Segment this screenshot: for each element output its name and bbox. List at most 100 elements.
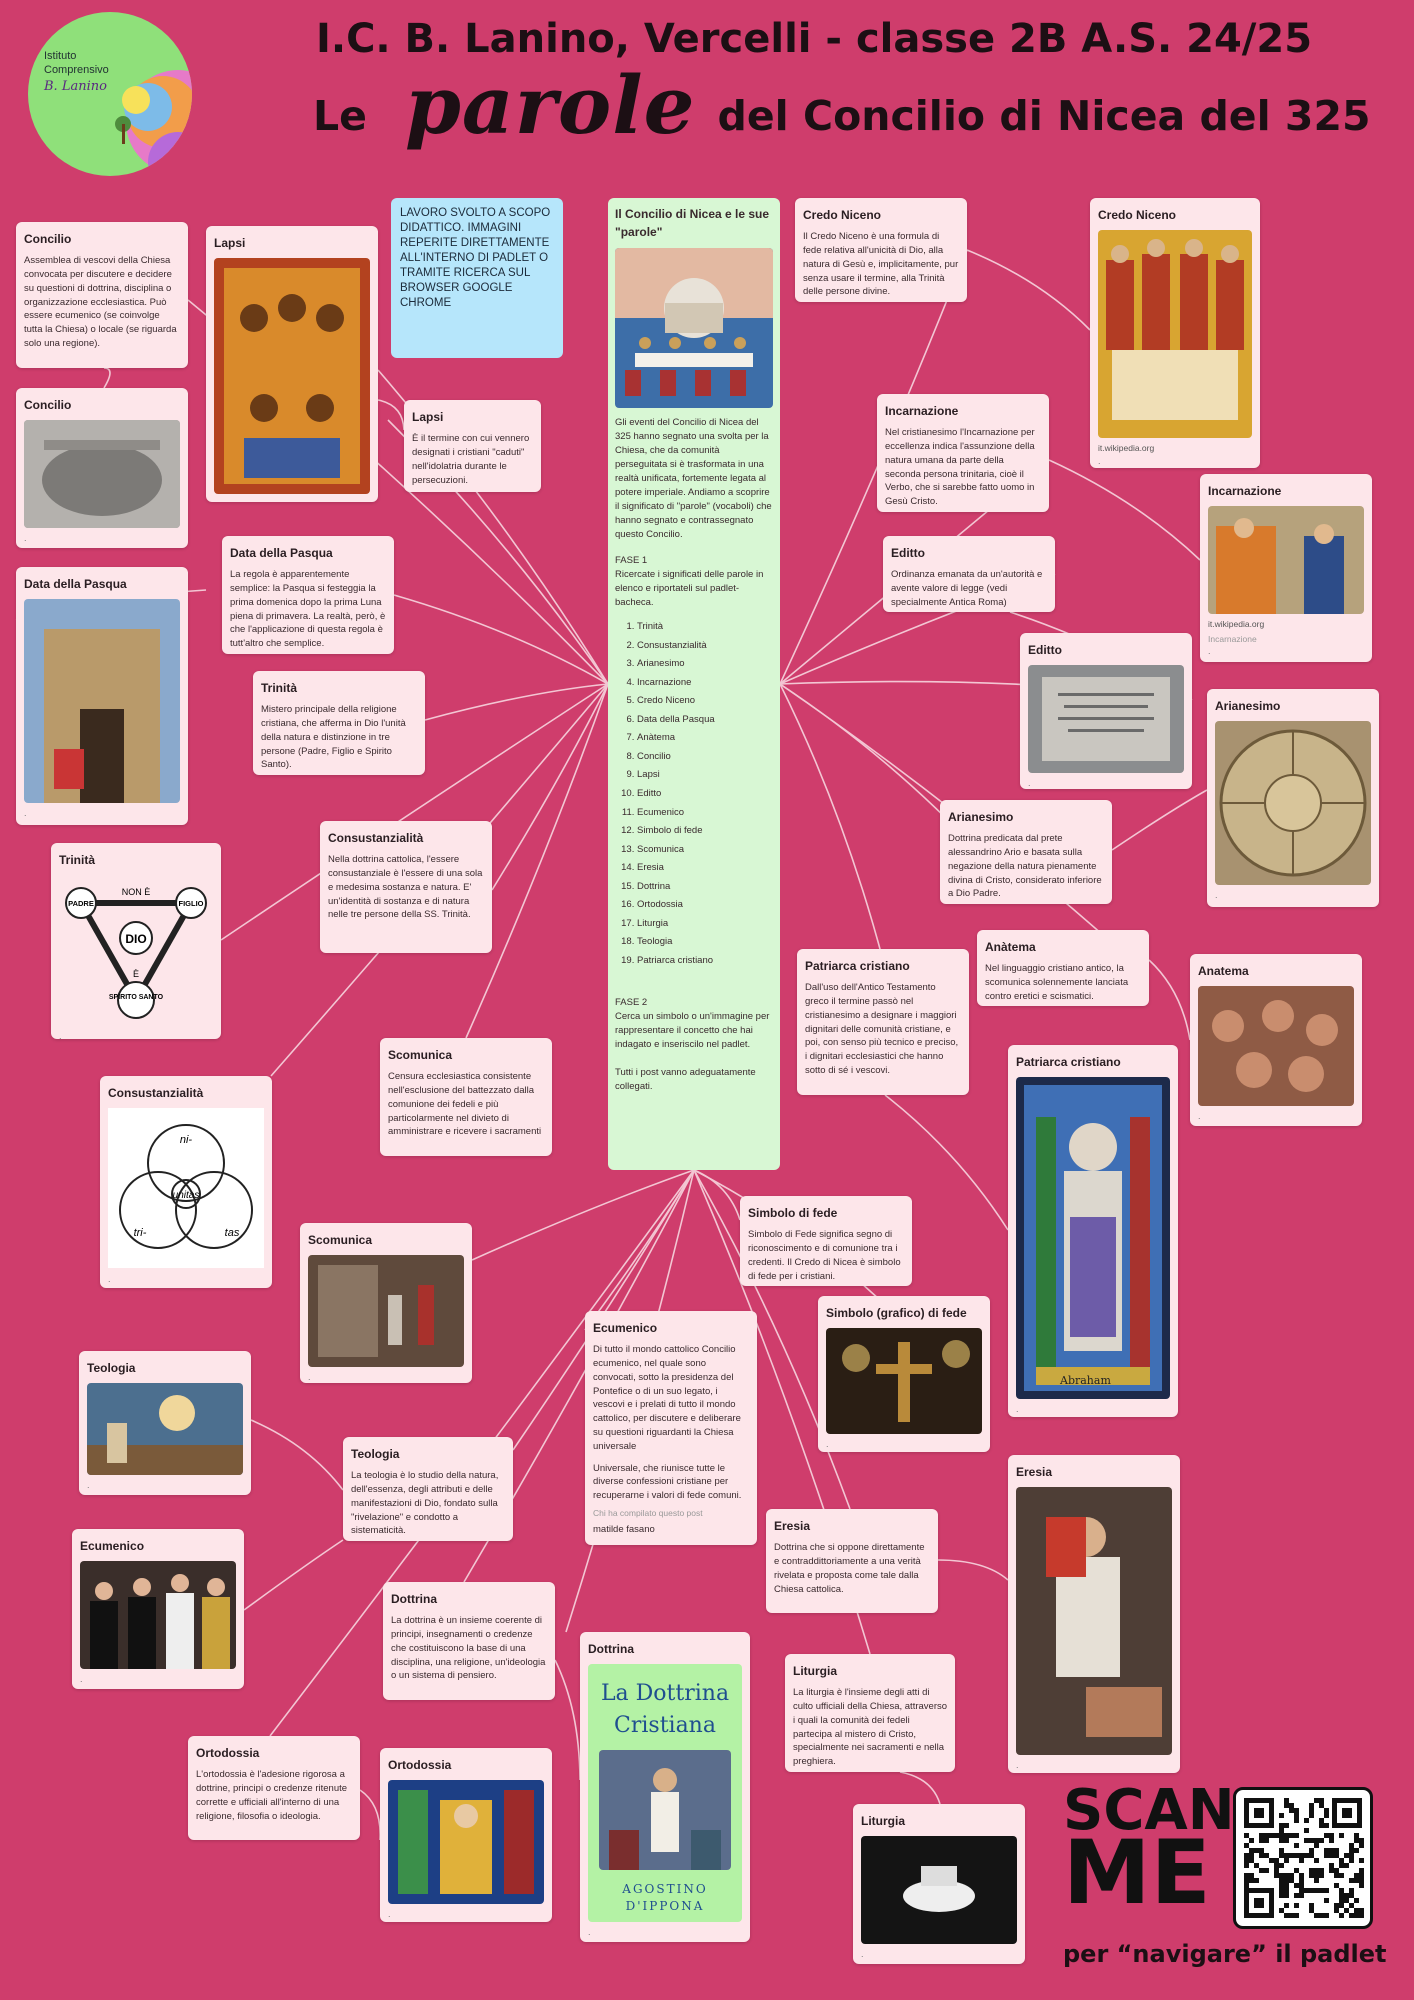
qr-module: [1299, 1853, 1304, 1858]
card-title: Consustanzialità: [328, 831, 424, 845]
qr-module: [1279, 1833, 1284, 1838]
qr-module: [1304, 1853, 1309, 1858]
card-consust-text[interactable]: Consustanzialità Nella dottrina cattolic…: [320, 821, 492, 953]
card-concilio-image[interactable]: Concilio .: [16, 388, 188, 548]
qr-module: [1299, 1893, 1304, 1898]
qr-module: [1279, 1883, 1284, 1888]
card-simbolo-image[interactable]: Simbolo (grafico) di fede .: [818, 1296, 990, 1452]
card-trinita-text[interactable]: Trinità Mistero principale della religio…: [253, 671, 425, 775]
connector-line: [377, 399, 405, 431]
qr-module: [1244, 1843, 1249, 1848]
qr-module: [1294, 1853, 1299, 1858]
qr-module: [1359, 1838, 1364, 1843]
card-ecumenico-image[interactable]: Ecumenico .: [72, 1529, 244, 1689]
qr-module: [1249, 1878, 1254, 1883]
card-ecumenico-text[interactable]: Ecumenico Di tutto il mondo cattolico Co…: [585, 1311, 757, 1545]
card-text: L'ortodossia è l'adesione rigorosa a dot…: [196, 1769, 348, 1822]
card-eresia-text[interactable]: Eresia Dottrina che si oppone direttamen…: [766, 1509, 938, 1613]
card-pasqua-text[interactable]: Data della Pasqua La regola è apparentem…: [222, 536, 394, 654]
qr-module: [1284, 1883, 1289, 1888]
word-list-item: Patriarca cristiano: [637, 954, 773, 968]
qr-module: [1284, 1913, 1289, 1918]
card-credo-image[interactable]: Credo Niceno it.wikipedia.org .: [1090, 198, 1260, 468]
fantasy-painting-icon: [87, 1383, 243, 1476]
pasqua-photo: [24, 599, 180, 804]
card-eresia-image[interactable]: Eresia .: [1008, 1455, 1180, 1773]
card-liturgia-text[interactable]: Liturgia La liturgia è l'insieme degli a…: [785, 1654, 955, 1772]
main-post[interactable]: Il Concilio di Nicea e le sue "parole" G…: [608, 198, 780, 1170]
card-patriarca-text[interactable]: Patriarca cristiano Dall'uso dell'Antico…: [797, 949, 969, 1095]
qr-module: [1294, 1883, 1299, 1888]
stained-glass-icon: [388, 1780, 544, 1905]
qr-module: [1284, 1893, 1289, 1898]
book-title-1: La Dottrina: [600, 1681, 730, 1707]
connector-line: [554, 1659, 581, 1781]
qr-module: [1274, 1868, 1279, 1873]
qr-module: [1284, 1803, 1289, 1808]
card-pasqua-image[interactable]: Data della Pasqua .: [16, 567, 188, 825]
card-teologia-text[interactable]: Teologia La teologia è lo studio della n…: [343, 1437, 513, 1541]
card-concilio-text[interactable]: Concilio Assemblea di vescovi della Chie…: [16, 222, 188, 368]
abraham-caption: Abraham: [1060, 1374, 1111, 1388]
card-lapsi-image[interactable]: Lapsi: [206, 226, 378, 502]
qr-module: [1309, 1803, 1314, 1808]
card-trinita-image[interactable]: Trinità PADRE FIGLIO DIO SPIRITO SANTO N…: [51, 843, 221, 1041]
card-patriarca-image[interactable]: Patriarca cristiano Abraham .: [1008, 1045, 1178, 1417]
me-label: ME: [1063, 1821, 1211, 1925]
card-simbolo-text[interactable]: Simbolo di fede Simbolo di Fede signific…: [740, 1196, 912, 1286]
connector-line: [937, 1559, 1009, 1581]
card-consust-image[interactable]: Consustanzialità ni- tri- tas unitas .: [100, 1076, 272, 1288]
qr-module: [1359, 1843, 1364, 1848]
card-dottrina-text[interactable]: Dottrina La dottrina è un insieme coeren…: [383, 1582, 555, 1700]
qr-module: [1309, 1873, 1314, 1878]
qr-module: [1279, 1838, 1284, 1843]
card-arian-text[interactable]: Arianesimo Dottrina predicata dal prete …: [940, 800, 1112, 904]
main-post-title: Il Concilio di Nicea e le sue "parole": [615, 207, 770, 239]
card-scomunica-image[interactable]: Scomunica .: [300, 1223, 472, 1383]
qr-module: [1334, 1903, 1339, 1908]
card-incarn-image[interactable]: Incarnazione it.wikipedia.org Incarnazio…: [1200, 474, 1372, 662]
qr-module: [1319, 1818, 1324, 1823]
card-text: Ordinanza emanata da un'autorità e avent…: [891, 569, 1043, 608]
dio-label: DIO: [125, 932, 146, 946]
card-incarn-text[interactable]: Incarnazione Nel cristianesimo l'Incarna…: [877, 394, 1049, 512]
qr-module: [1354, 1898, 1359, 1903]
qr-module: [1339, 1873, 1344, 1878]
card-anatema-text[interactable]: Anàtema Nel linguaggio cristiano antico,…: [977, 930, 1149, 1006]
card-arian-image[interactable]: Arianesimo .: [1207, 689, 1379, 907]
card-anatema-image[interactable]: Anatema .: [1190, 954, 1362, 1126]
qr-module: [1349, 1903, 1354, 1908]
logo-line2: Comprensivo: [44, 64, 109, 76]
qr-module: [1344, 1908, 1349, 1913]
qr-module: [1289, 1803, 1294, 1808]
card-text: Nel cristianesimo l'Incarnazione per ecc…: [885, 427, 1035, 508]
connector-line: [471, 1169, 695, 1261]
word-list: TrinitàConsustanzialitàArianesimoIncarna…: [615, 620, 773, 968]
qr-module: [1359, 1913, 1364, 1918]
card-lapsi-text[interactable]: Lapsi È il termine con cui vennero desig…: [404, 400, 541, 492]
lapsi-painting: [214, 258, 370, 495]
card-liturgia-image[interactable]: Liturgia .: [853, 1804, 1025, 1964]
card-credo-text[interactable]: Credo Niceno Il Credo Niceno è una formu…: [795, 198, 967, 302]
card-dottrina-image[interactable]: Dottrina La Dottrina Cristiana AGOSTINO …: [580, 1632, 750, 1942]
card-ortodossia-text[interactable]: Ortodossia L'ortodossia è l'adesione rig…: [188, 1736, 360, 1840]
card-editto-image[interactable]: Editto .: [1020, 633, 1192, 789]
card-title: Liturgia: [861, 1814, 905, 1828]
card-teologia-image[interactable]: Teologia .: [79, 1351, 251, 1495]
qr-module: [1279, 1823, 1284, 1828]
word-list-item: Data della Pasqua: [637, 713, 773, 727]
qr-code-icon[interactable]: [1233, 1787, 1373, 1929]
card-title: Eresia: [1016, 1465, 1053, 1479]
card-scomunica-text[interactable]: Scomunica Censura ecclesiastica consiste…: [380, 1038, 552, 1156]
qr-module: [1284, 1878, 1289, 1883]
spirito-label: SPIRITO SANTO: [109, 994, 164, 1001]
card-title: Patriarca cristiano: [1016, 1055, 1121, 1069]
card-editto-text[interactable]: Editto Ordinanza emanata da un'autorità …: [883, 536, 1055, 612]
qr-module: [1359, 1873, 1364, 1878]
note-card[interactable]: LAVORO SVOLTO A SCOPO DIDATTICO. IMMAGIN…: [391, 198, 563, 358]
qr-module: [1294, 1913, 1299, 1918]
card-ortodossia-image[interactable]: Ortodossia .: [380, 1748, 552, 1922]
closing-text: Tutti i post vanno adeguatamente collega…: [615, 1067, 756, 1093]
card-text: Mistero principale della religione crist…: [261, 704, 406, 771]
card-title: Dottrina: [588, 1642, 634, 1656]
